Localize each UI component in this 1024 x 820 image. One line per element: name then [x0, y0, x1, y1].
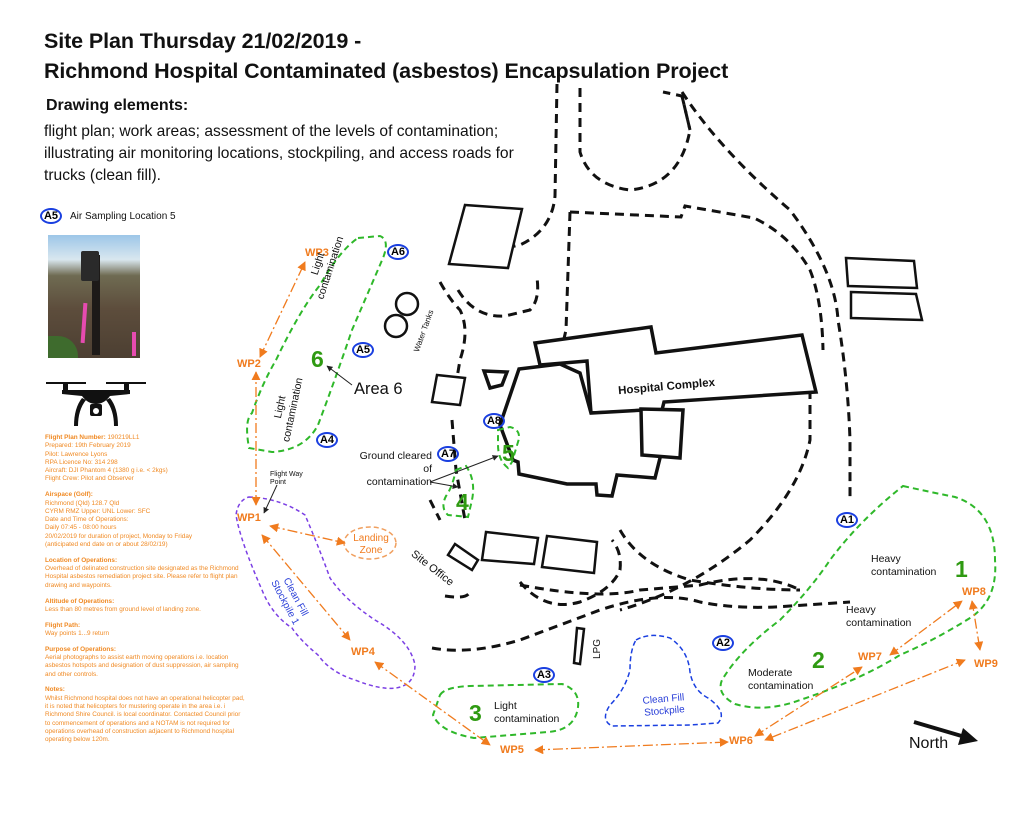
altitude-heading: Altitude of Operations:	[45, 597, 115, 605]
air-sampling-a8[interactable]: A8	[483, 413, 505, 429]
purpose-text: Aerial photographs to assist earth movin…	[45, 654, 239, 678]
airspace-heading: Airspace (Golf):	[45, 491, 93, 499]
north-arrow-icon	[913, 720, 978, 745]
water-tanks-icon	[383, 291, 420, 339]
ground-cleared-arrow-4	[429, 481, 459, 490]
airspace-line: 20/02/2019 for duration of project, Mond…	[45, 532, 193, 540]
landing-zone-label: Landing Zone	[353, 533, 389, 556]
air-sampling-a5[interactable]: A5	[352, 342, 374, 358]
air-sampling-a2[interactable]: A2	[712, 635, 734, 651]
clean-fill-stockpile-1-outline	[235, 496, 416, 690]
flight-line: Prepared: 19th February 2019	[45, 442, 131, 450]
flight-leg-wp2-wp3	[259, 261, 306, 358]
area-6-callout-arrow	[326, 365, 353, 386]
purpose-heading: Purpose of Operations:	[45, 645, 117, 653]
drone-icon	[46, 382, 146, 426]
airspace-line: Daily 07:45 - 08:00 hours	[45, 524, 117, 532]
air-sampling-a4[interactable]: A4	[316, 432, 338, 448]
flight-path	[251, 261, 984, 755]
area-3-label: Light contamination	[494, 700, 560, 725]
area-2-heavy-label: Heavy contamination	[846, 604, 912, 629]
air-sampling-a6[interactable]: A6	[387, 244, 409, 260]
area-1-2-outline	[719, 484, 997, 709]
area-5-number: 5	[502, 440, 515, 466]
air-sampling-a3[interactable]: A3	[533, 667, 555, 683]
drawing-elements-heading: Drawing elements:	[46, 97, 189, 114]
waypoint-wp6: WP6	[729, 735, 753, 747]
air-sampling-badge-icon: A5	[40, 208, 62, 224]
area-1-label: Heavy contamination	[871, 553, 937, 578]
air-sampling-a7[interactable]: A7	[437, 446, 459, 462]
ground-cleared-label: Ground cleared of contamination	[359, 450, 432, 488]
area-4-outline	[442, 464, 475, 519]
waypoint-wp2: WP2	[237, 358, 261, 370]
flight-path-text: Way points 1...9 return	[45, 629, 110, 637]
area-2-number: 2	[812, 647, 825, 673]
airspace-line: CYRM RMZ Upper: UNL Lower: SFC	[45, 507, 151, 515]
flight-plan-number: 190219LL1	[107, 434, 140, 441]
hospital-complex	[481, 325, 819, 498]
area-6-outline	[246, 234, 387, 454]
legend-air-sampling: A5 Air Sampling Location 5	[40, 208, 176, 224]
access-roads	[428, 83, 852, 652]
waypoint-wp4: WP4	[351, 646, 375, 658]
airspace-line: Richmond (Qld) 128.7 Qld	[45, 499, 120, 507]
title-line-1: Site Plan Thursday 21/02/2019 -	[44, 29, 362, 53]
drawing-elements-description: flight plan; work areas; assessment of t…	[44, 123, 514, 184]
buildings	[430, 203, 924, 666]
airspace-line: (anticipated end date on or about 28/02/…	[45, 541, 168, 549]
waypoint-wp7: WP7	[858, 651, 882, 663]
clean-fill-stockpile-2-outline	[604, 634, 723, 727]
area-6-callout: Area 6	[354, 380, 403, 398]
flight-plan-number-label: Flight Plan Number:	[45, 434, 106, 441]
flight-path-heading: Flight Path:	[45, 621, 81, 629]
waypoint-wp5: WP5	[500, 744, 524, 756]
flight-leg-wp4-wp5	[374, 661, 491, 746]
waypoint-wp8: WP8	[962, 586, 986, 598]
location-heading: Location of Operations:	[45, 556, 118, 564]
flight-line: RPA Licence No: 314 298	[45, 458, 118, 466]
airspace-line: Date and Time of Operations:	[45, 516, 129, 524]
flight-leg-wp1-wp4	[261, 534, 351, 641]
air-sampler-photo	[48, 235, 140, 358]
flight-leg-wp7-wp8	[889, 600, 963, 656]
ground-cleared-arrow-5	[429, 455, 499, 483]
lpg-label: LPG	[592, 638, 603, 659]
area-2-label: Moderate contamination	[748, 667, 814, 692]
title-line-2: Richmond Hospital Contaminated (asbestos…	[44, 59, 729, 83]
page-title: Site Plan Thursday 21/02/2019 - Richmond…	[44, 26, 728, 86]
flight-line: Aircraft: DJI Phantom 4 (1380 g i.e. < 2…	[45, 467, 168, 475]
flight-line: Flight Crew: Pilot and Observer	[45, 475, 134, 483]
area-3-number: 3	[469, 700, 482, 726]
flight-leg-wp8-wp9	[968, 600, 984, 651]
area-5-outline	[497, 425, 520, 470]
waypoint-wp1: WP1	[237, 512, 261, 524]
waypoint-wp9: WP9	[974, 658, 998, 670]
area-6-number: 6	[311, 346, 324, 372]
location-text: Overhead of delinated construction site …	[45, 565, 239, 589]
waypoint-wp3: WP3	[305, 247, 329, 259]
air-sampling-a1[interactable]: A1	[836, 512, 858, 528]
notes-text: Whilst Richmond hospital does not have a…	[45, 694, 245, 744]
flight-way-point-arrow	[263, 484, 278, 514]
altitude-text: Less than 80 metres from ground level of…	[45, 605, 201, 613]
north-label: North	[909, 735, 949, 752]
flight-leg-wp1-landing	[269, 523, 346, 546]
area-4-number: 4	[456, 489, 469, 515]
flight-line: Pilot: Lawrence Lyons	[45, 450, 108, 458]
area-1-number: 1	[955, 556, 968, 582]
notes-heading: Notes:	[45, 686, 65, 694]
legend-label: Air Sampling Location 5	[70, 210, 176, 222]
flight-way-point-label: Flight Way Point	[270, 471, 303, 486]
flight-leg-wp5-wp6	[534, 737, 729, 755]
flight-plan-notes: Flight Plan Number: 190219LL1 Prepared: …	[45, 434, 245, 752]
